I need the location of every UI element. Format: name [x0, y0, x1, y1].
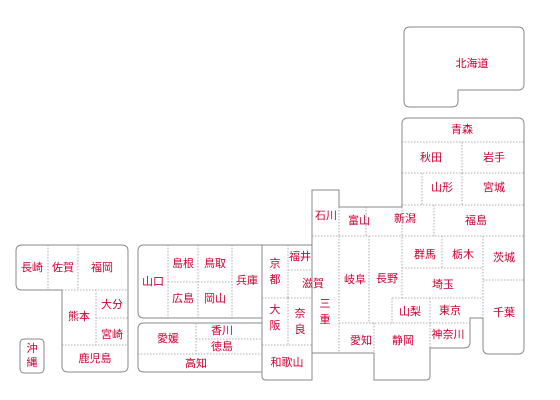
pref-mie[interactable]: 三重 [320, 297, 331, 326]
pref-tokushima[interactable]: 徳島 [211, 339, 233, 353]
pref-kagawa[interactable]: 香川 [211, 324, 233, 337]
chugoku-region [137, 244, 263, 319]
pref-tottori[interactable]: 鳥取 [204, 256, 226, 270]
kyushu-region [15, 244, 129, 373]
pref-aomori[interactable]: 青森 [451, 122, 473, 136]
kinki-region [261, 244, 313, 381]
pref-kanagawa[interactable]: 神奈川 [432, 327, 465, 341]
pref-nagasaki[interactable]: 長崎 [21, 260, 43, 274]
pref-fukushima[interactable]: 福島 [465, 213, 487, 227]
pref-osaka[interactable]: 大阪 [270, 302, 281, 332]
pref-ibaraki[interactable]: 茨城 [493, 250, 515, 264]
pref-kagoshima[interactable]: 鹿児島 [79, 351, 112, 365]
pref-yamanashi[interactable]: 山梨 [399, 304, 421, 318]
pref-toyama[interactable]: 富山 [348, 213, 370, 227]
pref-chiba[interactable]: 千葉 [493, 305, 515, 319]
pref-ehime[interactable]: 愛媛 [157, 331, 179, 345]
pref-saga[interactable]: 佐賀 [52, 260, 74, 274]
pref-saitama[interactable]: 埼玉 [432, 277, 454, 291]
pref-kochi[interactable]: 高知 [185, 356, 207, 370]
pref-gifu[interactable]: 岐阜 [344, 273, 366, 286]
eastern-honshu-region [311, 117, 525, 381]
pref-hokkaido[interactable]: 北海道 [456, 56, 489, 70]
pref-fukui[interactable]: 福井 [289, 249, 311, 263]
pref-nagano[interactable]: 長野 [376, 272, 398, 285]
pref-iwate[interactable]: 岩手 [483, 150, 505, 164]
pref-tochigi[interactable]: 栃木 [452, 247, 474, 261]
pref-yamaguchi[interactable]: 山口 [142, 275, 164, 288]
pref-okayama[interactable]: 岡山 [204, 292, 226, 305]
pref-niigata[interactable]: 新潟 [394, 211, 416, 225]
okinawa-region[interactable] [19, 338, 45, 374]
pref-shiga[interactable]: 滋賀 [302, 277, 324, 290]
pref-miyagi[interactable]: 宮城 [483, 180, 505, 194]
pref-nara[interactable]: 奈良 [295, 306, 306, 336]
pref-wakayama[interactable]: 和歌山 [271, 355, 304, 369]
hokkaido-region[interactable] [403, 26, 525, 108]
shikoku-region [137, 322, 263, 373]
pref-hyogo[interactable]: 兵庫 [236, 273, 258, 287]
pref-aichi[interactable]: 愛知 [350, 333, 372, 347]
pref-oita[interactable]: 大分 [101, 297, 123, 311]
pref-ishikawa[interactable]: 石川 [315, 209, 337, 222]
pref-tokyo[interactable]: 東京 [439, 303, 461, 317]
pref-gunma[interactable]: 群馬 [414, 247, 436, 261]
pref-okinawa[interactable]: 沖縄 [27, 342, 38, 369]
pref-akita[interactable]: 秋田 [420, 150, 442, 164]
pref-kyoto[interactable]: 京都 [270, 256, 281, 286]
pref-shizuoka[interactable]: 静岡 [392, 333, 414, 347]
pref-hiroshima[interactable]: 広島 [172, 291, 194, 305]
pref-kumamoto[interactable]: 熊本 [68, 309, 90, 323]
pref-yamagata[interactable]: 山形 [431, 181, 453, 194]
pref-miyazaki[interactable]: 宮崎 [101, 327, 123, 341]
pref-shimane[interactable]: 島根 [172, 256, 194, 270]
pref-fukuoka[interactable]: 福岡 [91, 260, 113, 274]
